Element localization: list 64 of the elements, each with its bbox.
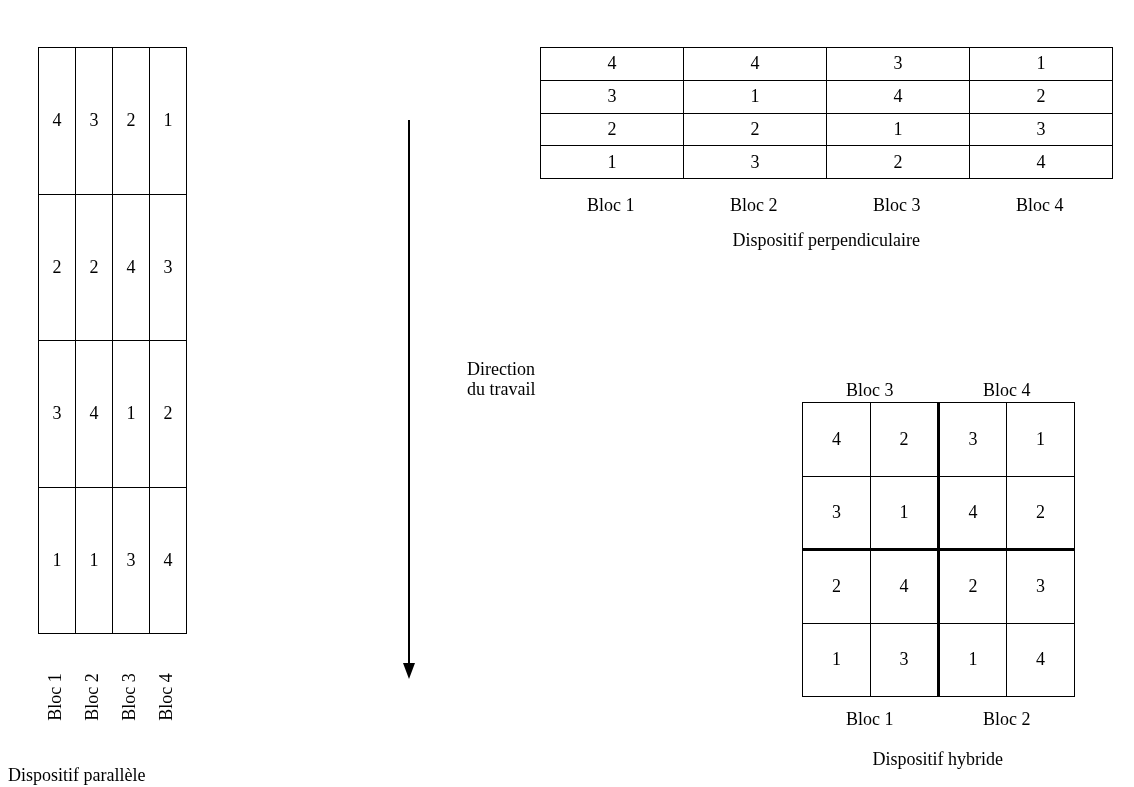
plot-cell: 3 bbox=[969, 113, 1113, 146]
plot-cell: 1 bbox=[112, 340, 150, 487]
plot-cell: 1 bbox=[683, 80, 827, 113]
plot-cell: 1 bbox=[1006, 402, 1075, 476]
plot-cell: 3 bbox=[1006, 549, 1075, 623]
plot-cell: 4 bbox=[149, 487, 187, 634]
plot-cell: 4 bbox=[683, 47, 827, 81]
block-label: Bloc 4 bbox=[983, 381, 1031, 401]
plot-cell: 2 bbox=[112, 47, 150, 194]
plot-cell: 1 bbox=[75, 487, 113, 634]
block-label: Bloc 2 bbox=[730, 196, 778, 216]
plot-cell: 3 bbox=[38, 340, 76, 487]
plot-cell: 2 bbox=[683, 113, 827, 146]
plot-cell: 4 bbox=[938, 476, 1007, 550]
plot-cell: 2 bbox=[1006, 476, 1075, 550]
plot-cell: 2 bbox=[149, 340, 187, 487]
block-label: Bloc 3 bbox=[846, 381, 894, 401]
plot-cell: 2 bbox=[969, 80, 1113, 113]
plot-cell: 3 bbox=[75, 47, 113, 194]
plot-cell: 1 bbox=[540, 145, 684, 179]
plot-cell: 3 bbox=[149, 194, 187, 341]
plot-cell: 1 bbox=[938, 623, 1007, 697]
plot-cell: 2 bbox=[870, 402, 939, 476]
block-label: Bloc 1 bbox=[587, 196, 635, 216]
caption: Dispositif parallèle bbox=[8, 766, 146, 786]
plot-cell: 1 bbox=[149, 47, 187, 194]
block-label: Bloc 1 bbox=[846, 710, 894, 730]
plot-cell: 1 bbox=[969, 47, 1113, 81]
plot-cell: 4 bbox=[112, 194, 150, 341]
block-label: Bloc 2 bbox=[983, 710, 1031, 730]
plot-cell: 4 bbox=[802, 402, 871, 476]
caption: Dispositif hybride bbox=[872, 750, 1003, 770]
plot-cell: 4 bbox=[969, 145, 1113, 179]
block-label: Bloc 1 bbox=[45, 673, 66, 721]
plot-cell: 3 bbox=[802, 476, 871, 550]
plot-cell: 4 bbox=[826, 80, 970, 113]
plot-cell: 4 bbox=[1006, 623, 1075, 697]
plot-cell: 2 bbox=[75, 194, 113, 341]
plot-cell: 3 bbox=[826, 47, 970, 81]
plot-cell: 1 bbox=[38, 487, 76, 634]
plot-cell: 1 bbox=[802, 623, 871, 697]
plot-cell: 3 bbox=[683, 145, 827, 179]
plot-cell: 2 bbox=[826, 145, 970, 179]
plot-cell: 4 bbox=[75, 340, 113, 487]
block-label: Bloc 3 bbox=[873, 196, 921, 216]
plot-cell: 1 bbox=[826, 113, 970, 146]
plot-cell: 4 bbox=[870, 549, 939, 623]
plot-cell: 3 bbox=[870, 623, 939, 697]
plot-cell: 2 bbox=[802, 549, 871, 623]
plot-cell: 3 bbox=[540, 80, 684, 113]
direction-label: Direction du travail bbox=[467, 360, 537, 400]
plot-cell: 4 bbox=[38, 47, 76, 194]
plot-cell: 3 bbox=[938, 402, 1007, 476]
block-label: Bloc 4 bbox=[156, 673, 177, 721]
block-label: Bloc 3 bbox=[119, 673, 140, 721]
block-label: Bloc 2 bbox=[82, 673, 103, 721]
plot-cell: 2 bbox=[38, 194, 76, 341]
plot-cell: 1 bbox=[870, 476, 939, 550]
block-label: Bloc 4 bbox=[1016, 196, 1064, 216]
plot-cell: 2 bbox=[540, 113, 684, 146]
plot-cell: 3 bbox=[112, 487, 150, 634]
caption: Dispositif perpendiculaire bbox=[732, 231, 920, 251]
plot-cell: 4 bbox=[540, 47, 684, 81]
plot-cell: 2 bbox=[938, 549, 1007, 623]
